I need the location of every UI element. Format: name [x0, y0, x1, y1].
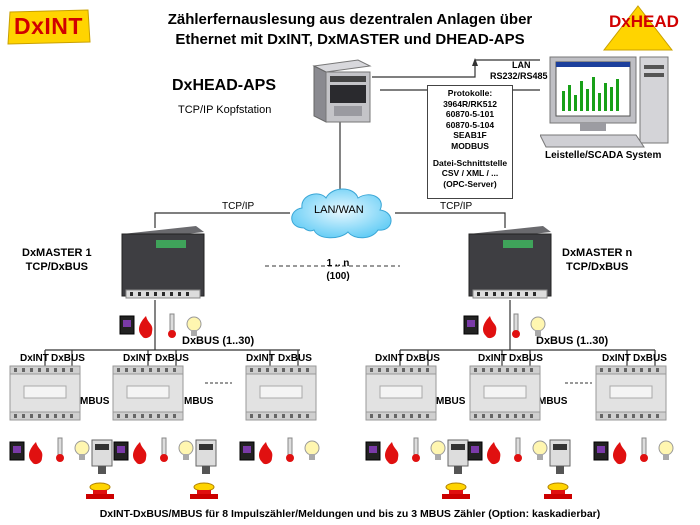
tcp-right-line	[395, 212, 506, 228]
protocol-item: MODBUS	[451, 140, 489, 151]
footer-caption: DxINT-DxBUS/MBUS für 8 Impulszähler/Meld…	[99, 508, 601, 520]
dxint-label: DxINT	[246, 353, 275, 364]
scada-computer-image	[540, 55, 670, 150]
dxbus-label: DxBUS	[155, 353, 189, 364]
master-right-name: DxMASTER n	[562, 247, 633, 259]
range-label: 1 .. n (100)	[318, 257, 358, 283]
master-right-sensors	[462, 312, 552, 340]
dxint-label: DxINT	[478, 353, 507, 364]
file-interface-title: Datei-Schnittstelle	[432, 157, 508, 168]
dxbus-label: DxBUS	[51, 353, 85, 364]
mbus-label: MBUS	[184, 396, 214, 407]
dxint-label: DxINT	[602, 353, 631, 364]
dxint-label: DxINT	[375, 353, 404, 364]
master-right-label: DxMASTER n TCP/DxBUS	[562, 246, 632, 274]
head-station-name: DxHEAD-APS	[172, 77, 277, 94]
scada-label: Leistelle/SCADA System	[545, 150, 662, 161]
tcp-ip-right-label: TCP/IP	[440, 201, 473, 212]
protocols-box: Protokolle: 3964R/RK512 60870-5-101 6087…	[427, 85, 513, 199]
head-station-subtitle: TCP/IP Kopfstation	[178, 104, 272, 116]
master-left-bus: TCP/DxBUS	[25, 261, 89, 273]
master-right-device	[465, 222, 555, 302]
water-meters	[0, 482, 700, 504]
mbus-label: MBUS	[436, 396, 466, 407]
module-label-row: DxINT DxBUS DxINT DxBUS DxINT DxBUS DxIN…	[0, 353, 700, 367]
file-interface-line1: CSV / XML / ...	[441, 168, 499, 179]
dxbus-label: DxBUS	[278, 353, 312, 364]
dxbus-left-label: DxBUS (1..30)	[182, 335, 255, 347]
dxint-logo: DxINT	[6, 8, 92, 46]
mbus-label: MBUS	[80, 396, 110, 407]
protocol-item: 3964R/RK512	[443, 98, 497, 109]
cloud-label: LAN/WAN	[314, 204, 364, 216]
protocol-item: 60870-5-104	[445, 119, 495, 130]
rs-label: RS232/RS485	[490, 71, 548, 81]
head-server-image	[308, 58, 372, 124]
master-right-bus: TCP/DxBUS	[565, 261, 629, 273]
protocol-item: SEAB1F	[453, 130, 487, 141]
tcp-left-line	[154, 212, 290, 228]
dxint-label: DxINT	[123, 353, 152, 364]
master-left-name: DxMASTER 1	[22, 247, 92, 259]
dxbus-label: DxBUS	[406, 353, 440, 364]
lan-wan-cloud: LAN/WAN	[286, 186, 398, 240]
range-value: 1 .. n	[326, 258, 350, 269]
range-count: (100)	[326, 271, 350, 282]
mbus-meters	[0, 410, 700, 490]
protocol-item: 60870-5-101	[445, 109, 495, 120]
dxbus-label: DxBUS	[509, 353, 543, 364]
dxhead-logo: DxHEAD	[602, 4, 679, 52]
lan-label: LAN	[512, 60, 531, 70]
master-left-label: DxMASTER 1 TCP/DxBUS	[22, 246, 92, 274]
dxint-label: DxINT	[20, 353, 49, 364]
tcp-ip-left-label: TCP/IP	[222, 201, 255, 212]
title-line-1: Zählerfernauslesung aus dezentralen Anla…	[167, 11, 533, 28]
master-left-device	[118, 222, 208, 302]
master-left-sensors	[118, 312, 208, 340]
mbus-label: MBUS	[538, 396, 568, 407]
title-line-2: Ethernet mit DxINT, DxMASTER und DHEAD-A…	[175, 31, 525, 48]
lan-line	[372, 59, 540, 78]
protocols-title: Protokolle:	[447, 88, 493, 98]
file-interface-line2: (OPC-Server)	[443, 178, 497, 189]
dxbus-right-label: DxBUS (1..30)	[536, 335, 609, 347]
dxbus-label: DxBUS	[633, 353, 667, 364]
